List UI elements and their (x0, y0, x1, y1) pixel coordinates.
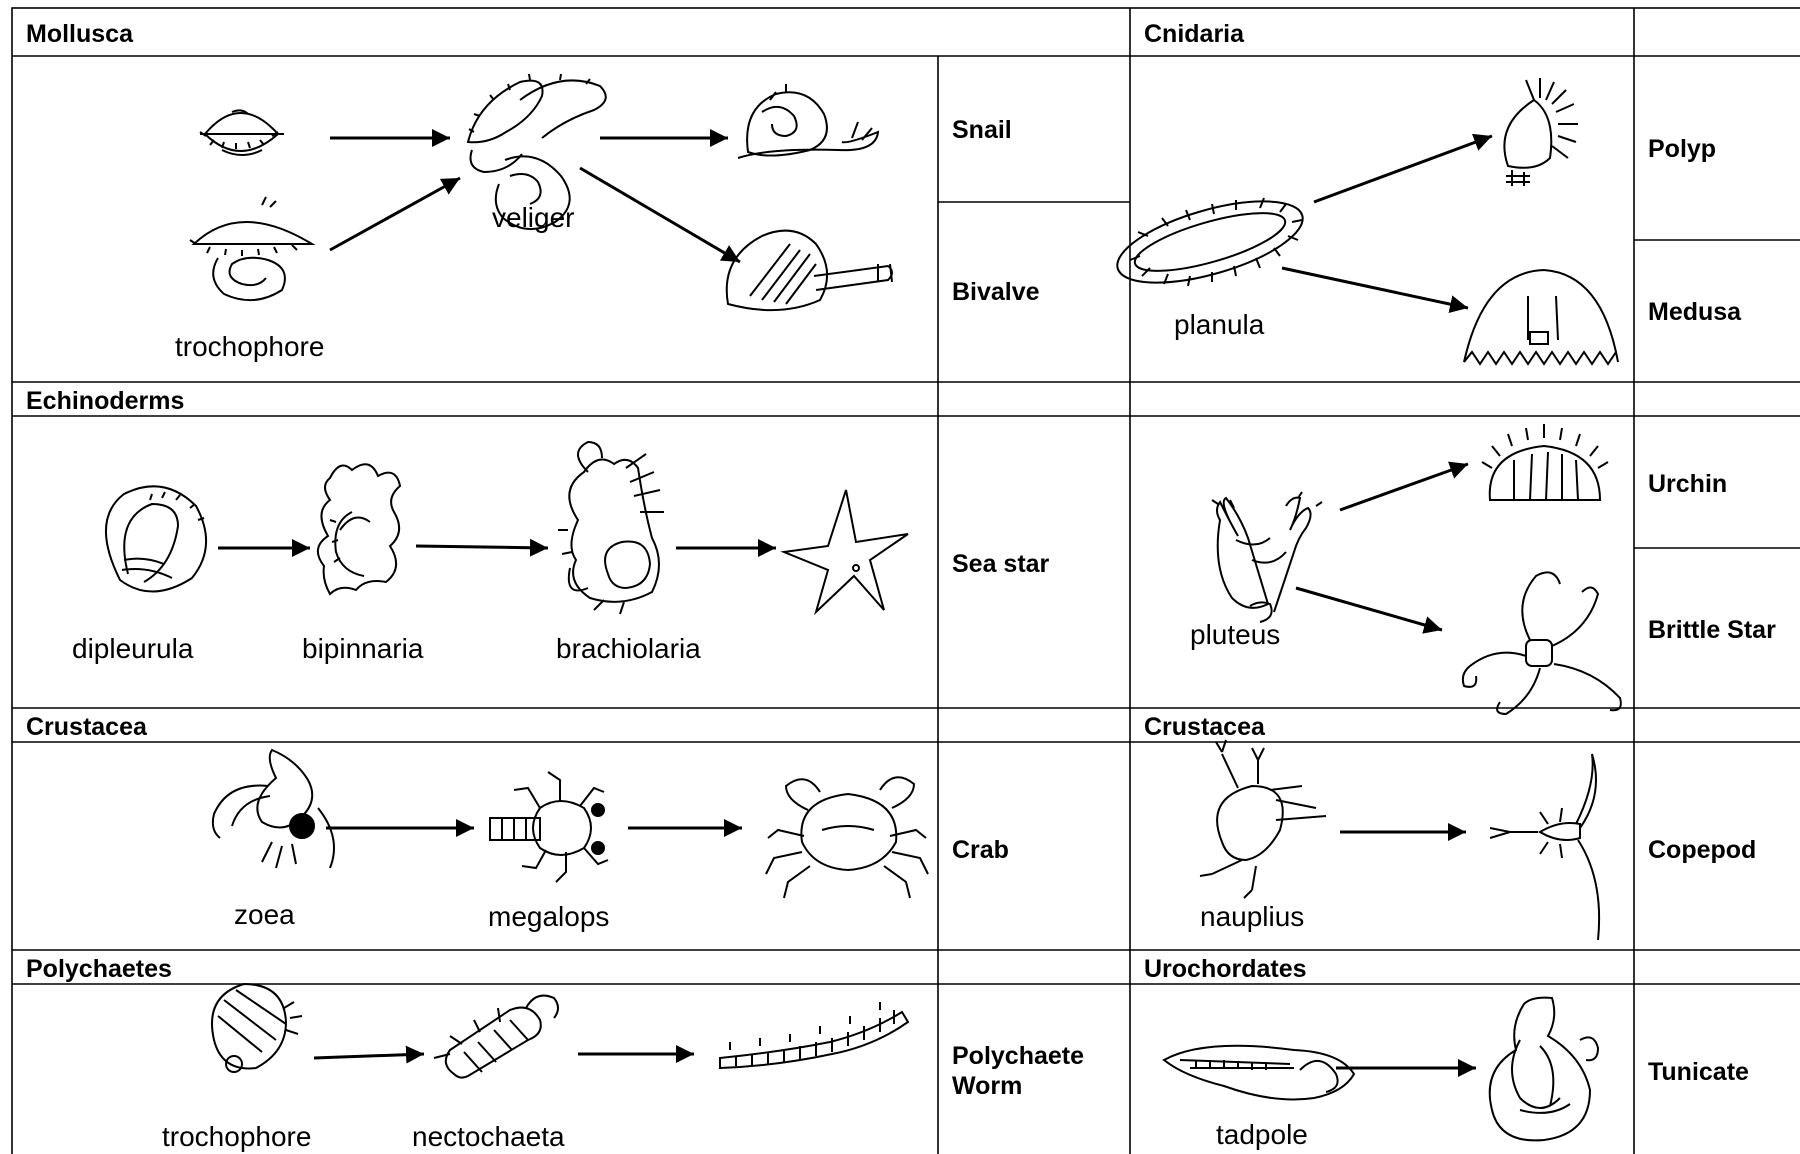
header-cnidaria: Cnidaria (1144, 20, 1245, 48)
arrow-pluteus-to-urchin (1340, 464, 1468, 510)
label-copepod: Copepod (1648, 836, 1756, 864)
label-snail: Snail (952, 116, 1012, 144)
label-polychaete: Polychaete (952, 1042, 1084, 1070)
tadpole-illustration (1164, 1046, 1354, 1100)
stage-label-trochophore-mollusca: trochophore (175, 331, 324, 362)
brittle-star-illustration (1463, 572, 1621, 714)
label-tunicate: Tunicate (1648, 1058, 1749, 1086)
stage-label-dipleurula: dipleurula (72, 633, 194, 664)
sea-star-illustration (784, 490, 908, 612)
label-sea-star: Sea star (952, 550, 1050, 578)
polyp-illustration (1504, 78, 1578, 186)
megalops-illustration (490, 772, 608, 882)
stage-label-pluteus: pluteus (1190, 619, 1280, 650)
label-urchin: Urchin (1648, 470, 1727, 498)
stage-label-megalops: megalops (488, 901, 609, 932)
medusa-illustration (1464, 270, 1618, 364)
stage-label-planula: planula (1174, 309, 1265, 340)
polychaete-worm-illustration (720, 1002, 908, 1068)
copepod-illustration (1490, 754, 1599, 940)
stage-label-trochophore-polychaete: trochophore (162, 1121, 311, 1152)
arrow-bipinnaria-to-brachiolaria (416, 546, 548, 548)
header-polychaetes: Polychaetes (26, 955, 172, 983)
bivalve-illustration (727, 231, 892, 311)
nauplius-illustration (1200, 740, 1326, 898)
stage-label-zoea: zoea (234, 899, 295, 930)
header-crustacea-right: Crustacea (1144, 713, 1266, 741)
urchin-illustration (1482, 424, 1608, 500)
stage-label-brachiolaria: brachiolaria (556, 633, 701, 664)
label-crab: Crab (952, 836, 1009, 864)
stage-label-nectochaeta: nectochaeta (412, 1121, 565, 1152)
arrow-pluteus-to-brittle-star (1296, 588, 1442, 630)
zoea-illustration (213, 750, 334, 868)
pluteus-illustration (1212, 492, 1322, 622)
trochophore-polychaete-illustration (212, 984, 302, 1072)
stage-label-tadpole: tadpole (1216, 1119, 1308, 1150)
header-urochordates: Urochordates (1144, 955, 1307, 983)
header-echinoderms: Echinoderms (26, 387, 184, 415)
header-crustacea-left: Crustacea (26, 713, 148, 741)
label-polyp: Polyp (1648, 135, 1716, 163)
arrow-planula-to-medusa (1282, 268, 1468, 308)
arrow-trochophore-to-veliger (330, 178, 460, 250)
planula-illustration (1109, 185, 1311, 299)
arrow-planula-to-polyp (1314, 136, 1492, 202)
label-brittle-star: Brittle Star (1648, 616, 1776, 644)
stage-label-bipinnaria: bipinnaria (302, 633, 424, 664)
stage-label-nauplius: nauplius (1200, 901, 1304, 932)
tunicate-illustration (1490, 998, 1598, 1141)
arrow-veliger-to-bivalve (580, 168, 740, 262)
arrow-trochophore-to-nectochaeta (314, 1054, 424, 1058)
nectochaeta-illustration (434, 996, 558, 1078)
header-mollusca: Mollusca (26, 20, 134, 48)
crab-illustration (766, 777, 928, 898)
label-worm: Worm (952, 1072, 1022, 1100)
brachiolaria-illustration (558, 442, 664, 614)
label-medusa: Medusa (1648, 298, 1742, 326)
trochophore-bottom-illustration (190, 197, 312, 300)
bipinnaria-illustration (318, 464, 400, 594)
trochophore-top-illustration (200, 110, 284, 155)
label-bivalve: Bivalve (952, 278, 1040, 306)
dipleurula-illustration (106, 486, 206, 591)
snail-illustration (738, 84, 878, 158)
